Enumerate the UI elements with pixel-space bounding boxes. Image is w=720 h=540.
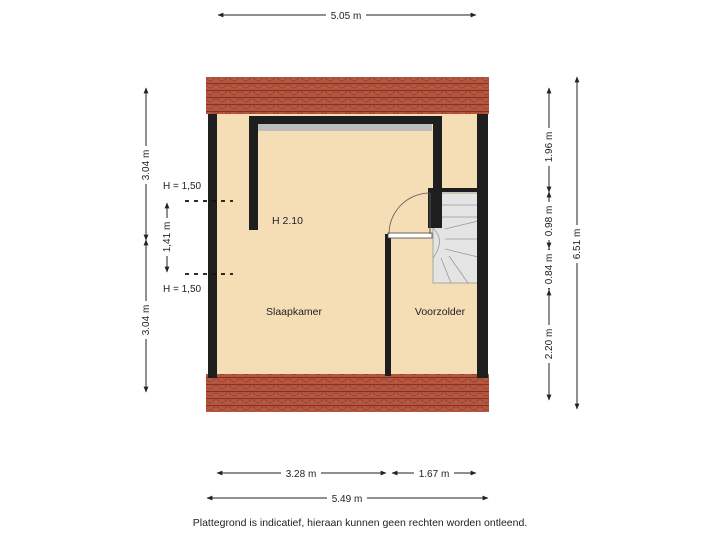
room-label-voorzolder: Voorzolder — [415, 306, 466, 318]
room-label-slaapkamer: Slaapkamer — [266, 306, 323, 318]
dimension-left-top-label: 3.04 m — [141, 150, 152, 181]
roof-tiles-top — [206, 77, 489, 114]
dimension-right-4-label: 2.20 m — [544, 329, 555, 360]
roof-tiles-bottom — [206, 374, 489, 412]
dimension-bottom-right: 1.67 m — [391, 467, 477, 480]
dimension-top-label: 5.05 m — [331, 11, 362, 22]
ceiling-strip — [258, 124, 432, 131]
height-marker-lower: H = 1,50 — [163, 284, 202, 295]
dimension-bottom-left-label: 3.28 m — [286, 469, 317, 480]
dimension-right-2-label: 0.98 m — [544, 206, 555, 237]
dimension-bottom-total-label: 5.49 m — [332, 494, 363, 505]
dimension-left-bottom-label: 3.04 m — [141, 305, 152, 336]
walls — [208, 114, 488, 378]
dimension-left-middle: 1,41 m — [161, 202, 173, 273]
dimension-bottom-right-label: 1.67 m — [419, 469, 450, 480]
height-marker-upper: H = 1,50 — [163, 181, 202, 192]
dimension-bottom-left: 3.28 m — [216, 467, 387, 480]
dimension-right-1-label: 1.96 m — [544, 132, 555, 163]
disclaimer-footer: Plattegrond is indicatief, hieraan kunne… — [192, 517, 528, 529]
dimension-right-3-label: 0.84 m — [544, 254, 555, 285]
dimension-right-segments: 1.96 m 0.98 m 0.84 m 2.20 m — [543, 87, 555, 401]
dimension-bottom-total: 5.49 m — [206, 492, 489, 505]
dimension-left-bottom: 3.04 m — [140, 239, 152, 393]
dimension-top: 5.05 m — [217, 9, 477, 22]
dimension-left-top: 3.04 m — [140, 87, 152, 241]
dimension-right-total: 6.51 m — [571, 76, 583, 410]
door — [387, 192, 433, 239]
dimension-right-total-label: 6.51 m — [572, 229, 583, 260]
dimension-left-middle-label: 1,41 m — [162, 222, 173, 253]
ceiling-height-label: H 2.10 — [272, 215, 303, 227]
